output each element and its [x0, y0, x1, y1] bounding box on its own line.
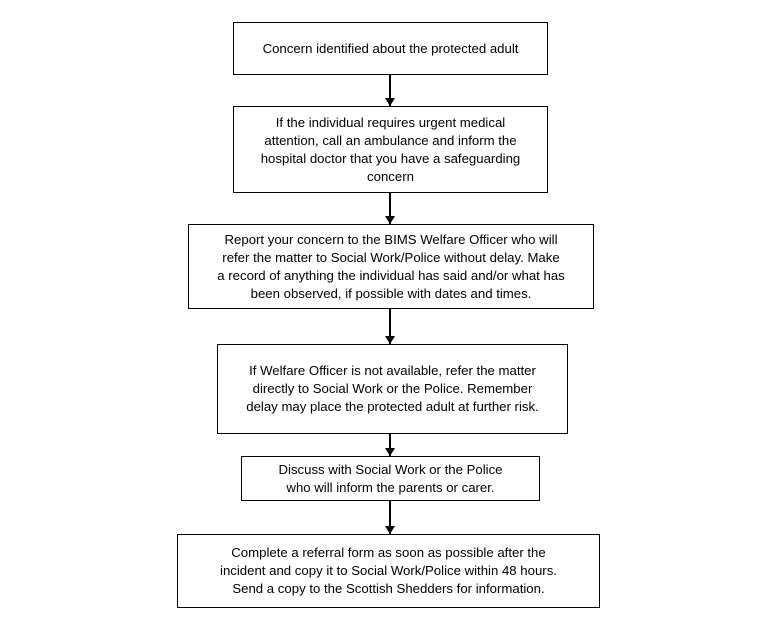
flowchart-node-label: If Welfare Officer is not available, ref… — [246, 363, 539, 414]
arrowhead-icon — [385, 526, 395, 534]
flowchart-node-label: Discuss with Social Work or the Police w… — [278, 461, 503, 495]
flowchart-node-label: Complete a referral form as soon as poss… — [220, 545, 557, 596]
flowchart-node-label: Concern identified about the protected a… — [262, 40, 519, 56]
arrowhead-icon — [385, 98, 395, 106]
connector-line — [389, 75, 391, 106]
flowchart-node-welfare-officer-unavailable: If Welfare Officer is not available, ref… — [217, 344, 568, 434]
flowchart-node-label: If the individual requires urgent medica… — [260, 114, 521, 184]
connector-line — [389, 193, 391, 224]
arrowhead-icon — [385, 216, 395, 224]
connector-line — [389, 434, 391, 456]
flowchart-node-report-to-bims-welfare-officer: Report your concern to the BIMS Welfare … — [188, 224, 594, 309]
arrowhead-icon — [385, 336, 395, 344]
flowchart-node-concern-identified: Concern identified about the protected a… — [233, 22, 548, 75]
connector-line — [389, 501, 391, 534]
arrowhead-icon — [385, 448, 395, 456]
flowchart-node-discuss-with-social-work-or-police: Discuss with Social Work or the Police w… — [241, 456, 540, 501]
flowchart-node-complete-referral-form: Complete a referral form as soon as poss… — [177, 534, 600, 608]
connector-line — [389, 309, 391, 344]
flowchart-node-label: Report your concern to the BIMS Welfare … — [217, 231, 565, 301]
flowchart-node-urgent-medical-attention: If the individual requires urgent medica… — [233, 106, 548, 193]
